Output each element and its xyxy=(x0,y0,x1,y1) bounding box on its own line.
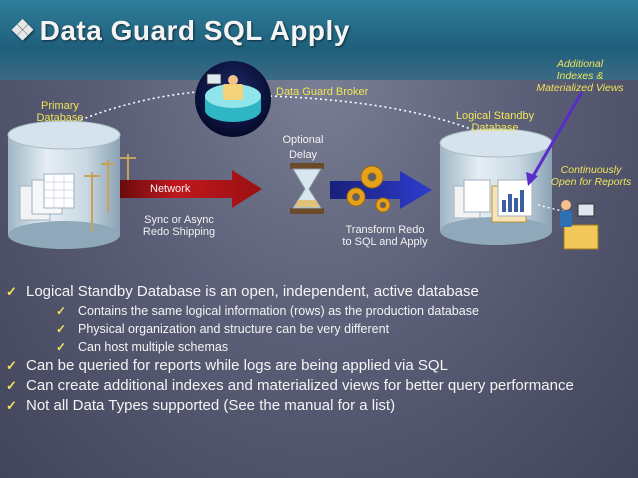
sub-bullet-text: Contains the same logical information (r… xyxy=(78,304,479,318)
additional-line1: Additional xyxy=(556,58,604,70)
continuously-line2: Open for Reports xyxy=(550,176,632,188)
optional-delay-line1: Optional xyxy=(282,134,324,146)
additional-indexes-label: Additional Indexes & Materialized Views xyxy=(528,58,632,94)
additional-indexes-pointer xyxy=(530,91,584,179)
primary-label-line2: Database xyxy=(36,112,84,124)
transform-redo-label: Transform Redo to SQL and Apply xyxy=(330,224,440,248)
bullet-text: Not all Data Types supported (See the ma… xyxy=(26,397,396,414)
additional-line3: Materialized Views xyxy=(536,82,624,94)
apply-arrow xyxy=(330,171,432,209)
check-icon: ✓ xyxy=(56,322,67,336)
sub-bullet-text: Can host multiple schemas xyxy=(78,340,229,354)
sub-bullet-item: ✓ Can host multiple schemas xyxy=(56,338,636,356)
optional-delay-label: Optional Delay xyxy=(276,133,330,163)
check-icon: ✓ xyxy=(56,340,67,354)
primary-database-icon xyxy=(7,120,121,249)
sync-line2: Redo Shipping xyxy=(142,226,216,238)
bullet-item: ✓ Can be queried for reports while logs a… xyxy=(6,356,636,376)
data-guard-diagram xyxy=(7,61,599,250)
bullet-item: ✓ Not all Data Types supported (See the m… xyxy=(6,396,636,416)
bullet-list: ✓ Logical Standby Database is an open, in… xyxy=(6,282,636,416)
check-icon: ✓ xyxy=(6,378,17,393)
network-label: Network xyxy=(150,183,191,195)
report-user-icon xyxy=(560,200,599,250)
sub-bullet-item: ✓ Physical organization and structure can… xyxy=(56,320,636,338)
slide-title: ❖Data Guard SQL Apply xyxy=(10,14,350,47)
bullet-item: ✓ Can create additional indexes and mater… xyxy=(6,376,636,396)
optional-delay-line2: Delay xyxy=(288,149,318,161)
diamond-bullet-icon: ❖ xyxy=(10,15,36,46)
bullet-text: Can create additional indexes and materi… xyxy=(26,377,574,394)
sub-bullet-text: Physical organization and structure can … xyxy=(78,322,390,336)
transform-line1: Transform Redo xyxy=(345,224,425,236)
continuously-open-label: Continuously Open for Reports xyxy=(546,164,636,188)
continuously-line1: Continuously xyxy=(560,164,622,176)
additional-line2: Indexes & xyxy=(556,70,604,82)
standby-database-label: Logical Standby Database xyxy=(440,110,550,134)
gears-icon xyxy=(346,165,391,213)
title-bar xyxy=(0,0,638,80)
reports-link xyxy=(537,204,571,214)
network-arrow xyxy=(120,170,262,208)
primary-label-line1: Primary xyxy=(41,100,79,112)
sub-bullet-item: ✓ Contains the same logical information (… xyxy=(56,302,636,320)
bullet-item: ✓ Logical Standby Database is an open, in… xyxy=(6,282,636,302)
standby-database-icon xyxy=(439,128,553,245)
broker-label: Data Guard Broker xyxy=(276,86,369,98)
primary-database-label: Primary Database xyxy=(30,100,90,124)
bullet-text: Can be queried for reports while logs ar… xyxy=(26,357,448,374)
hourglass-icon xyxy=(290,163,324,214)
sync-async-label: Sync or Async Redo Shipping xyxy=(134,214,224,238)
check-icon: ✓ xyxy=(56,304,67,318)
transform-line2: to SQL and Apply xyxy=(342,236,428,248)
standby-label-line2: Database xyxy=(471,122,519,134)
standby-label-line1: Logical Standby xyxy=(455,110,535,122)
check-icon: ✓ xyxy=(6,358,17,373)
check-icon: ✓ xyxy=(6,398,17,413)
broker-link-right xyxy=(269,95,497,141)
sync-line1: Sync or Async xyxy=(144,214,214,226)
slide-title-text: Data Guard SQL Apply xyxy=(39,15,350,46)
check-icon: ✓ xyxy=(6,284,17,299)
broker-icon xyxy=(195,61,271,137)
bullet-text: Logical Standby Database is an open, ind… xyxy=(26,283,479,300)
